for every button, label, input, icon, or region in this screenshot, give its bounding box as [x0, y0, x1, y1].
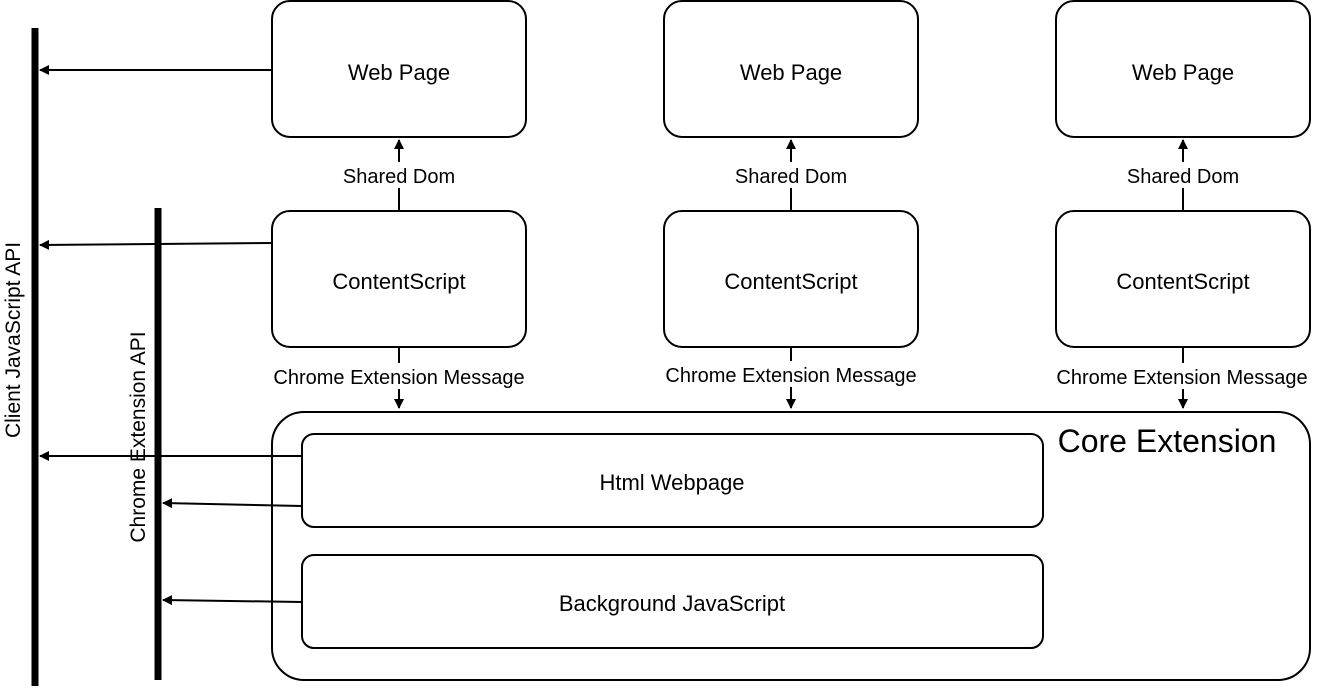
html-webpage-to-chrome-api-arrow	[162, 498, 303, 509]
web-page-label-3: Web Page	[1132, 60, 1234, 85]
web-page-box-2	[663, 0, 919, 138]
shared-dom-label-bg-1	[325, 162, 473, 188]
content-script-box-1	[271, 210, 527, 348]
content-script-label-2: ContentScript	[724, 269, 857, 294]
client-js-api-label: Client JavaScript API	[2, 242, 25, 438]
web-page-box-3	[1055, 0, 1311, 138]
core-extension-title: Core Extension	[1058, 423, 1277, 459]
content-script-label-1: ContentScript	[332, 269, 465, 294]
shared-dom-label-2: Shared Dom	[735, 166, 847, 188]
background-js-label: Background JavaScript	[559, 591, 785, 616]
message-label-bg-1	[250, 363, 548, 389]
shared-dom-label-bg-2	[717, 162, 865, 188]
html-webpage-label: Html Webpage	[599, 470, 744, 495]
content-script-to-client-api-arrow	[39, 239, 273, 250]
content-script-box-3	[1055, 210, 1311, 348]
chrome-ext-api-label: Chrome Extension API	[127, 331, 150, 542]
web-page-label-1: Web Page	[348, 60, 450, 85]
shared-dom-label-bg-3	[1109, 162, 1257, 188]
message-label-1: Chrome Extension Message	[273, 367, 524, 389]
html-webpage-box	[301, 433, 1044, 528]
content-script-label-3: ContentScript	[1116, 269, 1249, 294]
shared-dom-label-1: Shared Dom	[343, 166, 455, 188]
content-script-box-2	[663, 210, 919, 348]
web-page-label-2: Web Page	[740, 60, 842, 85]
background-js-to-chrome-api-arrow	[162, 595, 303, 606]
message-label-bg-2	[642, 361, 940, 387]
message-label-2: Chrome Extension Message	[665, 365, 916, 387]
message-label-3: Chrome Extension Message	[1056, 367, 1307, 389]
message-label-bg-3	[1036, 363, 1328, 389]
shared-dom-label-3: Shared Dom	[1127, 166, 1239, 188]
